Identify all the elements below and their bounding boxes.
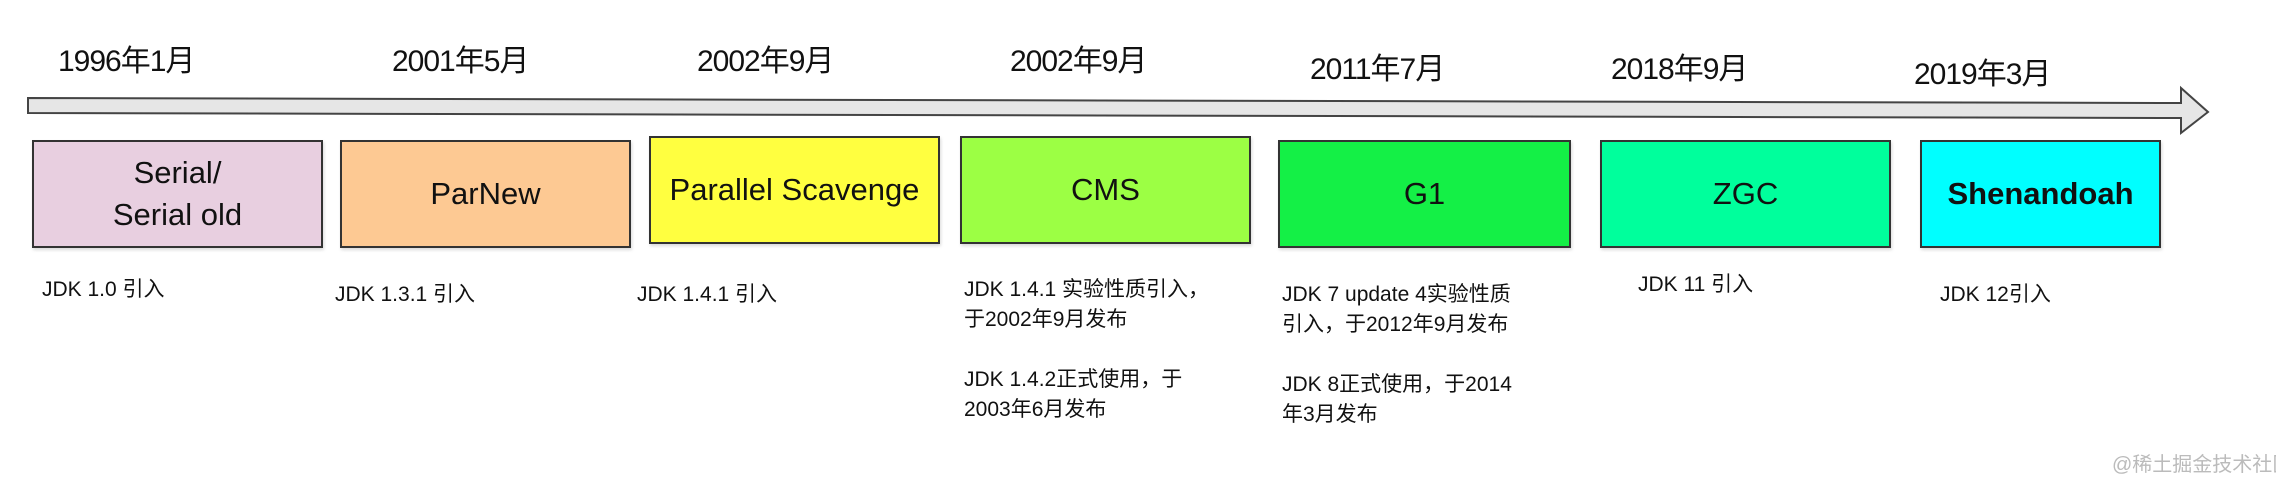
- date-label: 2011年7月: [1310, 53, 1445, 86]
- gc-notes: JDK 1.0 引入: [42, 275, 165, 335]
- gc-notes: JDK 12引入: [1940, 280, 2051, 340]
- gc-box-g1: G1: [1278, 140, 1571, 248]
- note: JDK 11 引入: [1638, 273, 1754, 296]
- date-label: 2002年9月: [1010, 45, 1147, 78]
- date-label: 1996年1月: [58, 45, 195, 78]
- note: JDK 1.0 引入: [42, 278, 165, 301]
- note: JDK 1.4.1 引入: [637, 283, 778, 306]
- gc-box-shenandoah: Shenandoah: [1920, 140, 2161, 248]
- gc-notes: JDK 11 引入: [1638, 270, 1753, 330]
- gc-box-zgc: ZGC: [1600, 140, 1891, 248]
- date-label: 2002年9月: [697, 45, 834, 78]
- note: JDK 12引入: [1940, 283, 2051, 306]
- date-label: 2019年3月: [1914, 58, 2051, 91]
- note: JDK 1.4.1 实验性质引入， 于2002年9月发布: [964, 278, 1210, 331]
- gc-notes: JDK 1.3.1 引入: [335, 280, 475, 340]
- gc-box-parnew: ParNew: [340, 140, 631, 248]
- watermark: @稀土掘金技术社区: [2112, 454, 2276, 476]
- note: JDK 1.4.2正式使用，于 2003年6月发布: [964, 368, 1183, 421]
- note: JDK 8正式使用，于2014 年3月发布: [1282, 373, 1512, 426]
- gc-notes: JDK 7 update 4实验性质 引入，于2012年9月发布 JDK 8正式使…: [1282, 280, 1512, 460]
- note: JDK 7 update 4实验性质 引入，于2012年9月发布: [1282, 283, 1511, 336]
- gc-box-serial: Serial/ Serial old: [32, 140, 323, 248]
- gc-box-parallel-scavenge: Parallel Scavenge: [649, 136, 940, 244]
- date-label: 2001年5月: [392, 45, 529, 78]
- date-label: 2018年9月: [1611, 53, 1748, 86]
- gc-notes: JDK 1.4.1 引入: [637, 280, 777, 340]
- note: JDK 1.3.1 引入: [335, 283, 476, 306]
- gc-notes: JDK 1.4.1 实验性质引入， 于2002年9月发布 JDK 1.4.2正式使…: [964, 275, 1209, 455]
- gc-box-cms: CMS: [960, 136, 1251, 244]
